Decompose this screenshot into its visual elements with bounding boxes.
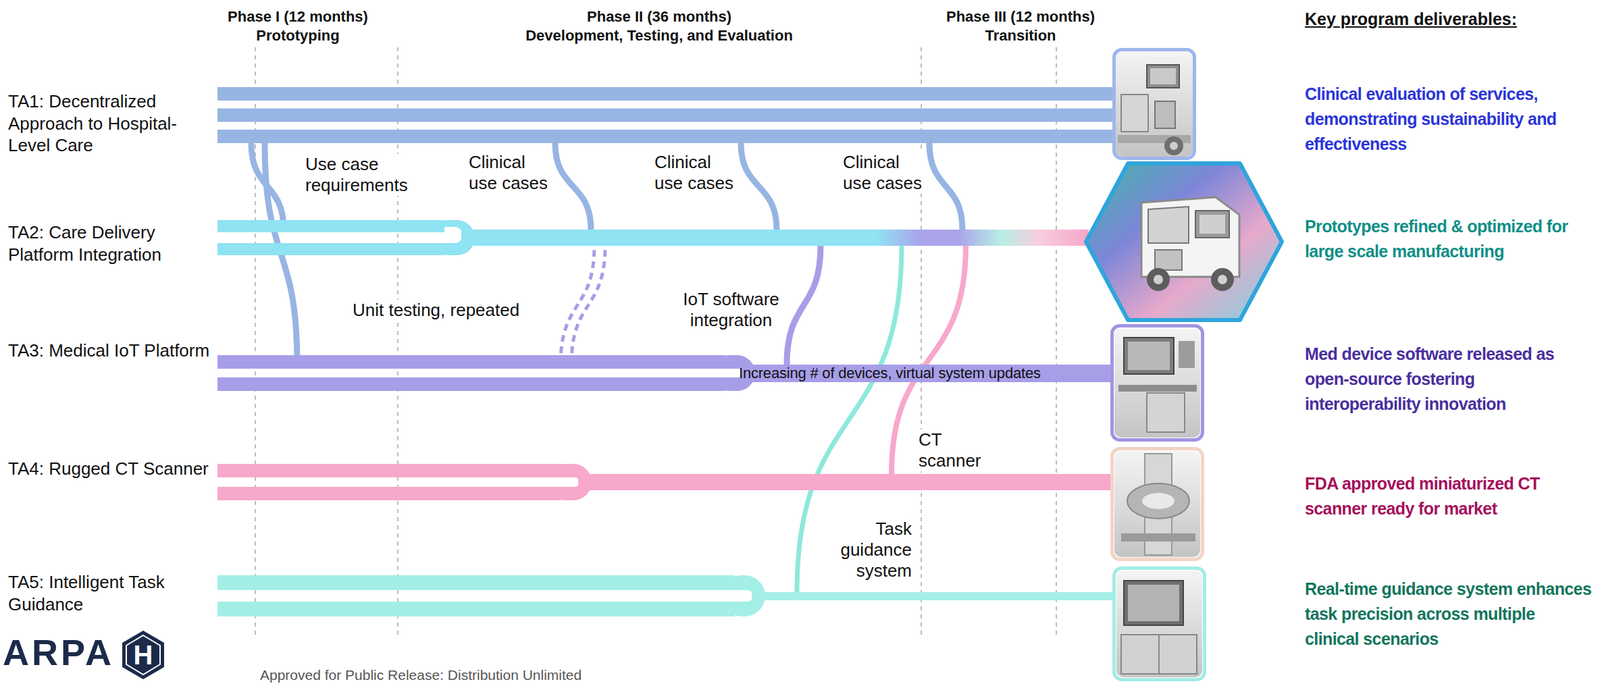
label-holder: CT scanner xyxy=(917,429,985,472)
label-holder: Task guidance system xyxy=(832,518,914,583)
deliverable-text: Prototypes refined & optimized for large… xyxy=(1304,214,1592,265)
release-note: Approved for Public Release: Distributio… xyxy=(260,667,733,684)
deliverable-text: Clinical evaluation of services, demonst… xyxy=(1304,81,1592,157)
phase-subtitle: Development, Testing, and Evaluation xyxy=(456,27,862,45)
phase-title: Phase III (12 months) xyxy=(919,8,1122,26)
label-holder: Use case requirements xyxy=(303,153,423,196)
flow-connector xyxy=(560,245,606,365)
logo-mark xyxy=(122,630,165,680)
connector-label: CT scanner xyxy=(917,429,985,472)
connector-path xyxy=(571,245,606,365)
deliverable-text: FDA approved miniaturized CT scanner rea… xyxy=(1304,471,1592,522)
band-shape xyxy=(217,592,1113,601)
hexagon-outline xyxy=(1084,161,1284,323)
connector-label: Unit testing, repeated xyxy=(351,299,521,321)
vehicle-illustration xyxy=(1115,51,1193,157)
track-band: TA3: Medical IoT PlatformIncreasing # of… xyxy=(217,364,1111,383)
logo-letter: H xyxy=(122,634,164,676)
connector-path xyxy=(786,245,821,365)
section-heading: Key program deliverables: xyxy=(1304,9,1596,30)
track-label: TA2: Care Delivery Platform Integration xyxy=(8,221,211,266)
deliverable-hexagon: Prototypes refined & optimized for large… xyxy=(1084,161,1284,323)
hexagon-illustration xyxy=(1086,163,1282,321)
deliverable-text: Real-time guidance system enhances task … xyxy=(1304,576,1592,652)
track-band: TA2: Care Delivery Platform Integration xyxy=(217,229,1089,246)
deliverable-frame: Med device software released as open-sou… xyxy=(1110,324,1205,442)
connector-path xyxy=(555,143,591,230)
label-holder: Clinical use cases xyxy=(841,151,926,194)
flow-connector xyxy=(929,143,963,230)
phase-subtitle: Prototyping xyxy=(196,27,400,45)
track-label: TA5: Intelligent Task Guidance xyxy=(8,571,211,616)
deliverable-frame: Clinical evaluation of services, demonst… xyxy=(1112,47,1197,161)
connector-label: Task guidance system xyxy=(832,518,914,583)
flow-connector xyxy=(555,143,591,230)
band-shape xyxy=(217,87,1113,144)
track-band: TA1: Decentralized Approach to Hospital-… xyxy=(217,87,1113,144)
track-label: TA4: Rugged CT Scanner xyxy=(8,457,211,481)
band-shape xyxy=(217,229,1089,246)
label-holder: Clinical use cases xyxy=(467,151,552,194)
track-band: TA4: Rugged CT Scanner xyxy=(217,474,1111,491)
connector-label: IoT software integration xyxy=(675,289,787,331)
connector-label: Use case requirements xyxy=(303,153,423,196)
connector-path xyxy=(740,143,777,230)
iot-illustration xyxy=(1114,328,1201,438)
track-note: Increasing # of devices, virtual system … xyxy=(738,364,1041,383)
track-label: TA1: Decentralized Approach to Hospital-… xyxy=(8,90,211,157)
ct-illustration xyxy=(1114,451,1201,558)
phase-subtitle: Transition xyxy=(919,27,1122,45)
connector-label: Clinical use cases xyxy=(653,151,738,194)
connector-label: Clinical use cases xyxy=(841,151,926,194)
flow-connector xyxy=(786,245,821,365)
deliverable-text: Med device software released as open-sou… xyxy=(1304,341,1592,417)
logo-text: ARPA xyxy=(2,630,122,675)
track-band: TA5: Intelligent Task Guidance xyxy=(217,592,1113,601)
track-label: TA3: Medical IoT Platform xyxy=(8,339,211,363)
guidance-illustration xyxy=(1116,570,1203,678)
label-holder: Clinical use cases xyxy=(653,151,738,194)
band-shape xyxy=(217,474,1111,491)
phase-title: Phase I (12 months) xyxy=(196,8,400,26)
label-holder: Unit testing, repeated xyxy=(351,299,554,321)
connector-path xyxy=(929,143,963,230)
deliverable-frame: FDA approved miniaturized CT scanner rea… xyxy=(1110,447,1205,562)
phase-title: Phase II (36 months) xyxy=(456,8,862,26)
deliverable-frame: Real-time guidance system enhances task … xyxy=(1112,566,1207,682)
connector-label: Clinical use cases xyxy=(467,151,552,194)
flow-connector xyxy=(740,143,777,230)
label-holder: IoT software integration xyxy=(675,289,787,331)
